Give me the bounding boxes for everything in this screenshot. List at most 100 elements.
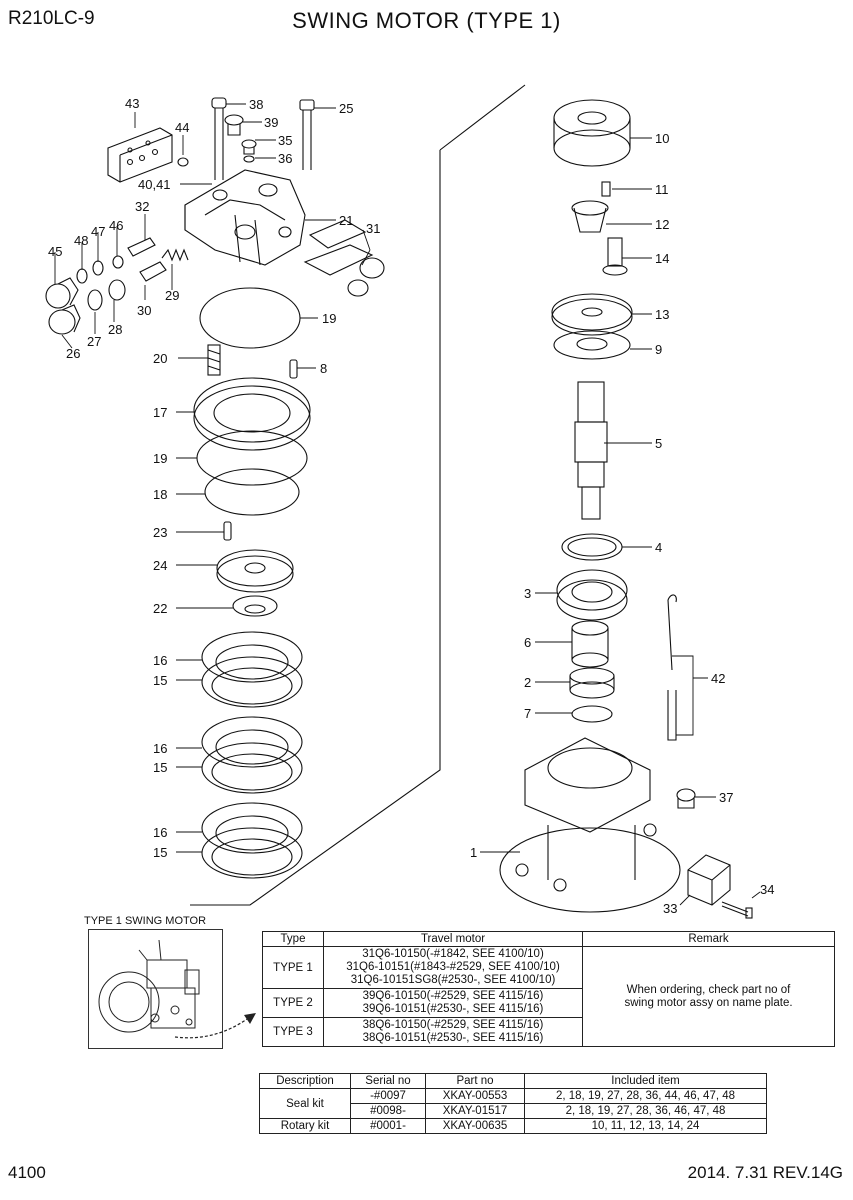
callout-9: 9 [655, 342, 662, 357]
valve-housing-drawing [184, 169, 306, 266]
plate-24-drawing [216, 549, 294, 593]
header-travel-motor: Travel motor [323, 931, 583, 947]
callout-46: 46 [109, 218, 123, 233]
motor-part-line: 31Q6-10150(-#1842, SEE 4100/10) [362, 948, 544, 960]
callout-18: 18 [153, 487, 167, 502]
part-no-cell: XKAY-00635 [425, 1118, 525, 1134]
callout-39: 39 [264, 115, 278, 130]
callout-16-a: 16 [153, 653, 167, 668]
pin-8-drawing [289, 359, 298, 379]
o-ring-28-drawing [108, 279, 126, 301]
callout-15-b: 15 [153, 760, 167, 775]
serial-cell: -#0097 [350, 1088, 426, 1104]
type-table-header: Type Travel motor Remark [262, 931, 835, 947]
o-ring-18-drawing [204, 468, 300, 516]
callout-47: 47 [91, 224, 105, 239]
callout-20: 20 [153, 351, 167, 366]
callout-19-lower: 19 [153, 451, 167, 466]
callout-42: 42 [711, 671, 725, 686]
callout-25: 25 [339, 101, 353, 116]
callout-35: 35 [278, 133, 292, 148]
motor-part-line: 39Q6-10150(-#2529, SEE 4115/16) [362, 990, 544, 1002]
callout-labels: 43 44 38 39 35 36 25 40,41 32 21 31 47 4… [48, 96, 774, 916]
valve-block-43-drawing [107, 127, 173, 183]
page-title: SWING MOTOR (TYPE 1) [292, 8, 561, 33]
kit-table-header: Description Serial no Part no Included i… [259, 1073, 767, 1089]
friction-plates-middle-drawing [201, 716, 303, 794]
snap-ring-4-drawing [561, 533, 623, 561]
included-items-cell: 2, 18, 19, 27, 28, 36, 46, 47, 48 [524, 1103, 767, 1119]
type-label: TYPE 2 [262, 988, 324, 1018]
callout-43: 43 [125, 96, 139, 111]
level-gauge-42-drawing [667, 594, 677, 741]
travel-motor-cell: 31Q6-10150(-#1842, SEE 4100/10) 31Q6-101… [323, 946, 583, 989]
callout-26: 26 [66, 346, 80, 361]
o-ring-47-drawing [92, 260, 104, 276]
o-ring-27-drawing [87, 289, 103, 311]
leader-lines [54, 103, 761, 906]
drive-shaft-5-drawing [574, 381, 608, 520]
o-ring-44-drawing [177, 157, 189, 167]
part-no-cell: XKAY-00553 [425, 1088, 525, 1104]
header-serial-no: Serial no [350, 1073, 426, 1089]
relief-block-33-drawing [687, 854, 731, 906]
callout-36: 36 [278, 151, 292, 166]
travel-motor-cell: 38Q6-10150(-#2529, SEE 4115/16) 38Q6-101… [323, 1017, 583, 1047]
callout-28: 28 [108, 322, 122, 337]
assembly-divider-line [190, 84, 526, 906]
callout-16-b: 16 [153, 741, 167, 756]
pin-23-drawing [223, 521, 232, 541]
thumbnail-pointer-arrow [174, 1013, 256, 1039]
callout-33: 33 [663, 901, 677, 916]
travel-motor-cell: 39Q6-10150(-#2529, SEE 4115/16) 39Q6-101… [323, 988, 583, 1018]
callout-6: 6 [524, 635, 531, 650]
spring-20-drawing [207, 344, 221, 376]
o-ring-46-drawing [112, 255, 124, 269]
motor-part-line: 31Q6-10151(#1843-#2529, SEE 4100/10) [346, 961, 560, 973]
motor-part-line: 38Q6-10150(-#2529, SEE 4115/16) [362, 1019, 544, 1031]
shoe-plate-9-drawing [553, 330, 631, 360]
spring-29-drawing [161, 248, 189, 262]
header-type: Type [262, 931, 324, 947]
seal-kit-row-1: Seal kit -#0097 XKAY-00553 2, 18, 19, 27… [259, 1088, 767, 1119]
cylinder-block-10-drawing [553, 99, 631, 167]
bolt-34-drawing [721, 901, 753, 919]
motor-part-line: 39Q6-10151(#2530-, SEE 4115/16) [362, 1003, 544, 1015]
callout-30: 30 [137, 303, 151, 318]
o-ring-19-upper-drawing [199, 287, 301, 349]
callout-12: 12 [655, 217, 669, 232]
bearing-2-drawing [569, 667, 615, 699]
plate-17-drawing [193, 377, 311, 451]
plug-37-drawing [676, 788, 696, 809]
spring-11-drawing [601, 181, 611, 197]
included-items-cell: 10, 11, 12, 13, 14, 24 [524, 1118, 767, 1134]
callout-34: 34 [760, 882, 774, 897]
header-part-no: Part no [425, 1073, 525, 1089]
plug-26-drawing [48, 304, 81, 335]
bearing-3-drawing [556, 569, 628, 621]
type-row-3: TYPE 3 38Q6-10150(-#2529, SEE 4115/16) 3… [262, 1017, 835, 1047]
callout-31: 31 [366, 221, 380, 236]
friction-plates-upper-drawing [201, 631, 303, 708]
callout-38: 38 [249, 97, 263, 112]
callout-10: 10 [655, 131, 669, 146]
callout-1: 1 [470, 845, 477, 860]
callout-5: 5 [655, 436, 662, 451]
callout-22: 22 [153, 601, 167, 616]
swing-motor-thumbnail [88, 929, 223, 1049]
swing-motor-thumbnail-drawing [98, 939, 200, 1033]
casing-1-drawing [499, 737, 681, 913]
callout-45: 45 [48, 244, 62, 259]
o-ring-19-lower-drawing [196, 430, 308, 486]
friction-plates-lower-drawing [201, 802, 303, 879]
callout-4: 4 [655, 540, 662, 555]
piston-14-drawing [602, 237, 628, 276]
type-row-1: TYPE 1 31Q6-10150(-#1842, SEE 4100/10) 3… [262, 946, 835, 1047]
remark-line: swing motor assy on name plate. [624, 996, 793, 1009]
spherical-bushing-12-drawing [571, 200, 609, 233]
callout-3: 3 [524, 586, 531, 601]
callout-21: 21 [339, 213, 353, 228]
callout-23: 23 [153, 525, 167, 540]
included-items-cell: 2, 18, 19, 27, 28, 36, 44, 46, 47, 48 [524, 1088, 767, 1104]
